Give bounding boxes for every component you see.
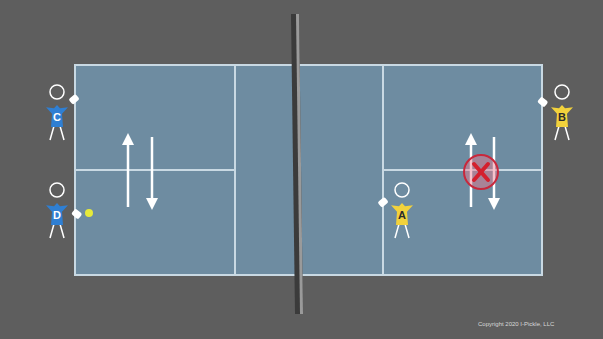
player-shirt: C: [46, 105, 68, 127]
shirt-fill: [46, 105, 68, 127]
player-letter: D: [46, 209, 68, 221]
player-letter: B: [551, 111, 573, 123]
player-shirt: A: [391, 203, 413, 225]
court-surface: [75, 65, 542, 275]
copyright-note: Copyright 2020 I-Pickle, LLC: [478, 321, 554, 327]
paddles: [68, 94, 548, 220]
shirt-fill: [46, 203, 68, 225]
shirt-fill: [551, 105, 573, 127]
movement-arrows: [122, 133, 158, 210]
net: [291, 14, 303, 314]
player-shirt: B: [551, 105, 573, 127]
ball: [85, 209, 93, 217]
court-lines: [75, 65, 542, 275]
shirt-fill: [391, 203, 413, 225]
prohibited-symbol: [464, 155, 498, 189]
net-highlight: [296, 14, 303, 314]
player-figures: [50, 85, 569, 238]
movement-arrows-forbidden: [465, 133, 500, 210]
player-letter: C: [46, 111, 68, 123]
player-shirt: D: [46, 203, 68, 225]
player-letter: A: [391, 209, 413, 221]
